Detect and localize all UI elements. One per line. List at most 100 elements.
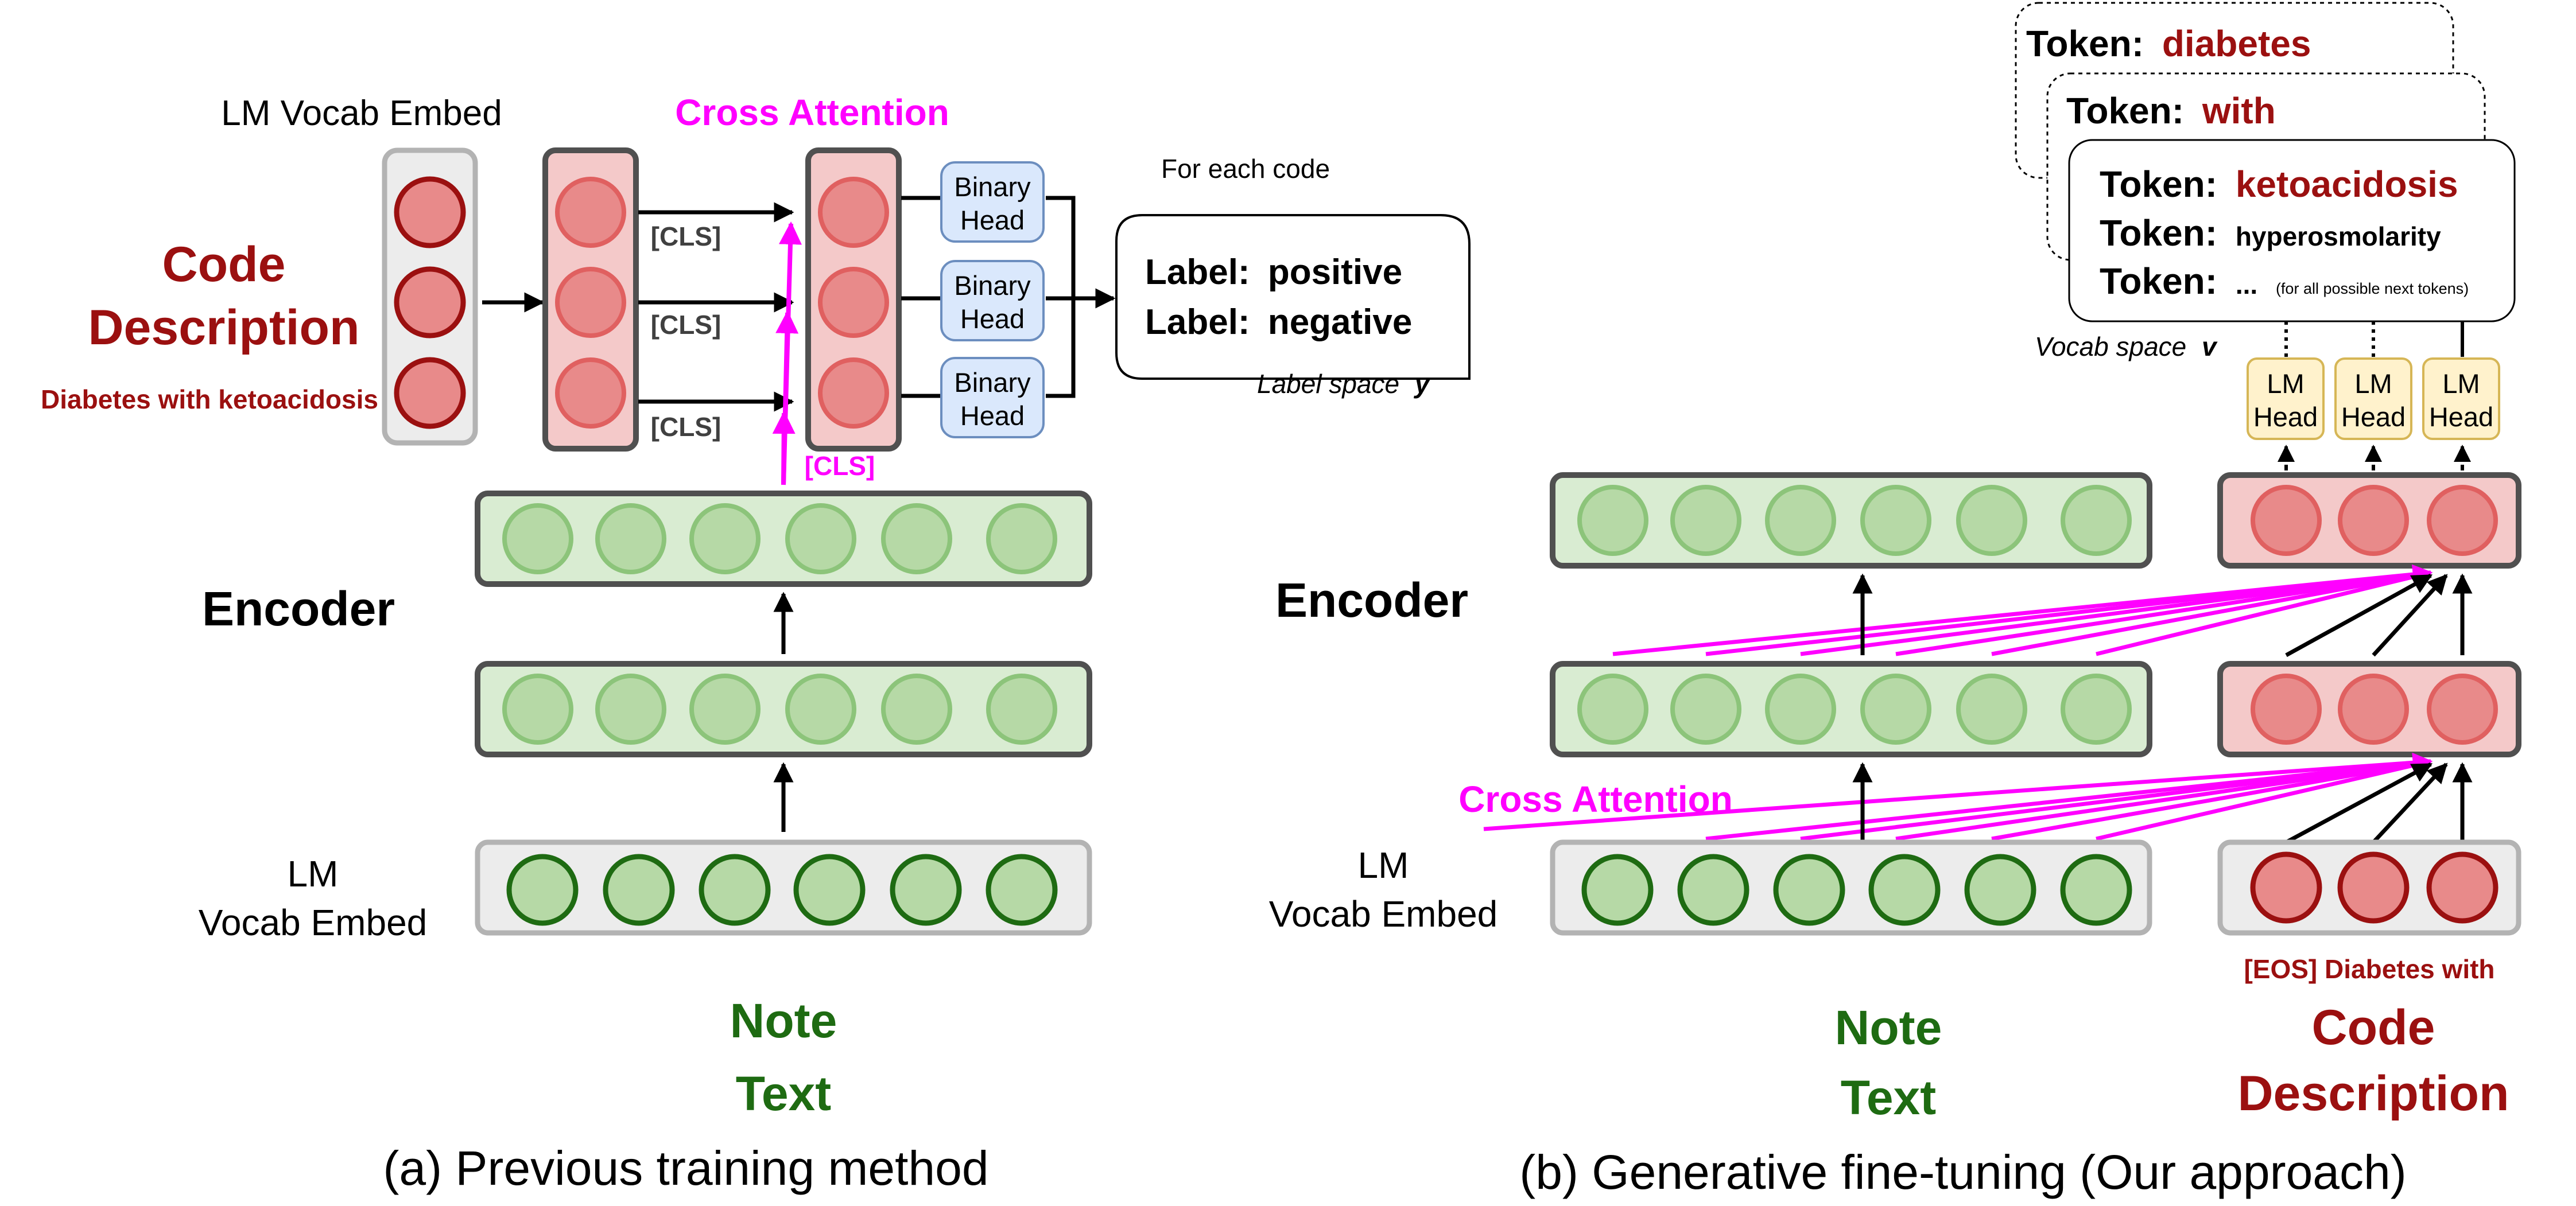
a-code-embed-node	[394, 176, 466, 248]
b-arrow-decoder-embed-causal	[2285, 762, 2433, 845]
a-cross-attention-label: Cross Attention	[675, 92, 949, 133]
b-note-embed-node	[1868, 854, 1941, 926]
b-code-embed-node	[2337, 851, 2410, 924]
a-cls-label: [CLS]	[651, 221, 721, 251]
b-token-hyperosmolarity: hyperosmolarity	[2236, 221, 2441, 251]
a-binary-head	[940, 357, 1045, 438]
a-encoder-mid-nodes	[502, 674, 1057, 745]
a-encoder-mid-node	[881, 674, 952, 745]
b-cross-attention-line	[1991, 759, 2431, 841]
b-token-key: Token:	[2100, 212, 2217, 254]
a-lm-label-line2: Vocab Embed	[199, 902, 428, 943]
a-code-label-line1: Code	[162, 237, 286, 292]
a-attended-node	[818, 177, 889, 248]
a-encoder-mid-node	[986, 674, 1057, 745]
b-lm-label-line1: LM	[1358, 845, 1409, 886]
b-encoder-top-node	[1577, 485, 1648, 556]
a-note-embed-node	[699, 854, 771, 926]
b-code-label-line2: Description	[2237, 1066, 2509, 1121]
a-code-label-line2: Description	[88, 300, 359, 355]
b-lm-head-label: LM	[2354, 368, 2392, 399]
b-cross-attention-line	[1483, 752, 2433, 831]
a-encoder-mid-node	[689, 674, 761, 745]
b-caption: (b) Generative fine-tuning (Our approach…	[1519, 1145, 2406, 1199]
a-label-negative-value: negative	[1268, 302, 1413, 342]
b-code-embed-node	[2250, 851, 2322, 924]
b-decoder-top-node	[2251, 485, 2322, 556]
b-token-key: Token:	[2100, 260, 2217, 302]
a-binary-head	[940, 161, 1045, 243]
a-binary-head-label: Binary	[954, 270, 1031, 301]
b-note-label-line1: Note	[1835, 1001, 1942, 1055]
a-for-each-code-label: For each code	[1161, 154, 1330, 184]
a-code-repr-node	[555, 357, 626, 429]
a-encoder-top-node	[986, 503, 1057, 574]
b-decoder-top-node	[2338, 485, 2409, 556]
b-note-embed-node	[2060, 854, 2132, 926]
a-note-label-line2: Text	[736, 1067, 831, 1121]
b-cross-attention-lower	[1483, 752, 2433, 841]
a-encoder-top-node	[785, 503, 856, 574]
a-note-embed-node	[890, 854, 962, 926]
a-note-embed-node	[986, 854, 1058, 926]
b-cross-attention-line	[1800, 570, 2431, 656]
b-cross-attention-line	[1705, 570, 2431, 656]
a-label-negative: Label: negative	[1145, 302, 1412, 342]
a-encoder-top-nodes	[502, 503, 1057, 574]
a-cls-label: [CLS]	[651, 310, 721, 340]
b-note-embed-nodes	[1581, 854, 2132, 926]
a-attended-node	[818, 357, 889, 429]
b-note-embed-node	[1677, 854, 1749, 926]
a-encoder-mid-node	[502, 674, 573, 745]
b-vocab-space-text: Vocab space	[2035, 332, 2186, 361]
b-encoder-top-node	[1860, 485, 1931, 556]
b-lm-head	[2247, 357, 2325, 440]
b-encoder-top-node	[2061, 485, 2132, 556]
a-encoder-top-node	[502, 503, 573, 574]
b-lm-label-line2: Vocab Embed	[1269, 893, 1498, 935]
panel-a: LM Vocab Embed Cross Attention Code Desc…	[41, 92, 1471, 1195]
a-code-embed-node	[394, 266, 466, 339]
b-decoder-mid-nodes	[2251, 674, 2498, 745]
b-encoder-mid-node	[1765, 674, 1836, 745]
a-encoder-mid-node	[785, 674, 856, 745]
a-code-repr-node	[555, 267, 626, 338]
a-binary-head-label: Head	[960, 400, 1025, 431]
a-note-embed-node	[603, 854, 675, 926]
a-label-positive-key: Label:	[1145, 252, 1250, 292]
b-encoder-mid-nodes	[1577, 674, 2132, 745]
b-encoder-mid-node	[1956, 674, 2027, 745]
a-code-repr-node	[555, 177, 626, 248]
b-encoder-mid-node	[1577, 674, 1648, 745]
b-token-card-front-line2: Token: hyperosmolarity	[2100, 212, 2441, 254]
b-cross-attention-line	[1895, 570, 2431, 656]
b-arrow-decoder-causal	[2285, 573, 2433, 658]
a-encoder-top-node	[595, 503, 666, 574]
a-label-space: Label space y	[1257, 369, 1431, 399]
b-encoder-mid-node	[1670, 674, 1741, 745]
b-token-card-front	[2068, 139, 2516, 322]
a-attended-node	[818, 267, 889, 338]
a-lm-vocab-embed-top-label: LM Vocab Embed	[221, 94, 502, 133]
b-encoder-top-nodes	[1577, 485, 2132, 556]
b-vocab-space-var: v	[2202, 332, 2218, 361]
b-note-embed-node	[1581, 854, 1654, 926]
a-encoder-top-node	[881, 503, 952, 574]
a-note-label-line1: Note	[730, 994, 837, 1048]
b-token-ketoacidosis: ketoacidosis	[2236, 164, 2458, 205]
a-cross-attention-arrow	[772, 411, 796, 485]
b-lm-head	[2334, 357, 2412, 440]
a-encoder-top-node	[689, 503, 761, 574]
b-cross-attention-line	[1991, 570, 2431, 656]
a-code-example: Diabetes with ketoacidosis	[41, 384, 378, 414]
b-token-key: Token:	[2100, 164, 2217, 205]
a-label-positive-value: positive	[1268, 252, 1402, 292]
b-encoder-label: Encoder	[1275, 573, 1468, 627]
b-encoder-top-node	[1765, 485, 1836, 556]
b-encoder-mid-node	[1860, 674, 1931, 745]
b-lm-head-label: Head	[2253, 402, 2318, 432]
b-arrow-decoder-causal	[2372, 574, 2448, 657]
a-label-box	[1115, 214, 1471, 380]
b-cross-attention-line	[1800, 759, 2431, 841]
b-token-diabetes: diabetes	[2162, 23, 2311, 64]
